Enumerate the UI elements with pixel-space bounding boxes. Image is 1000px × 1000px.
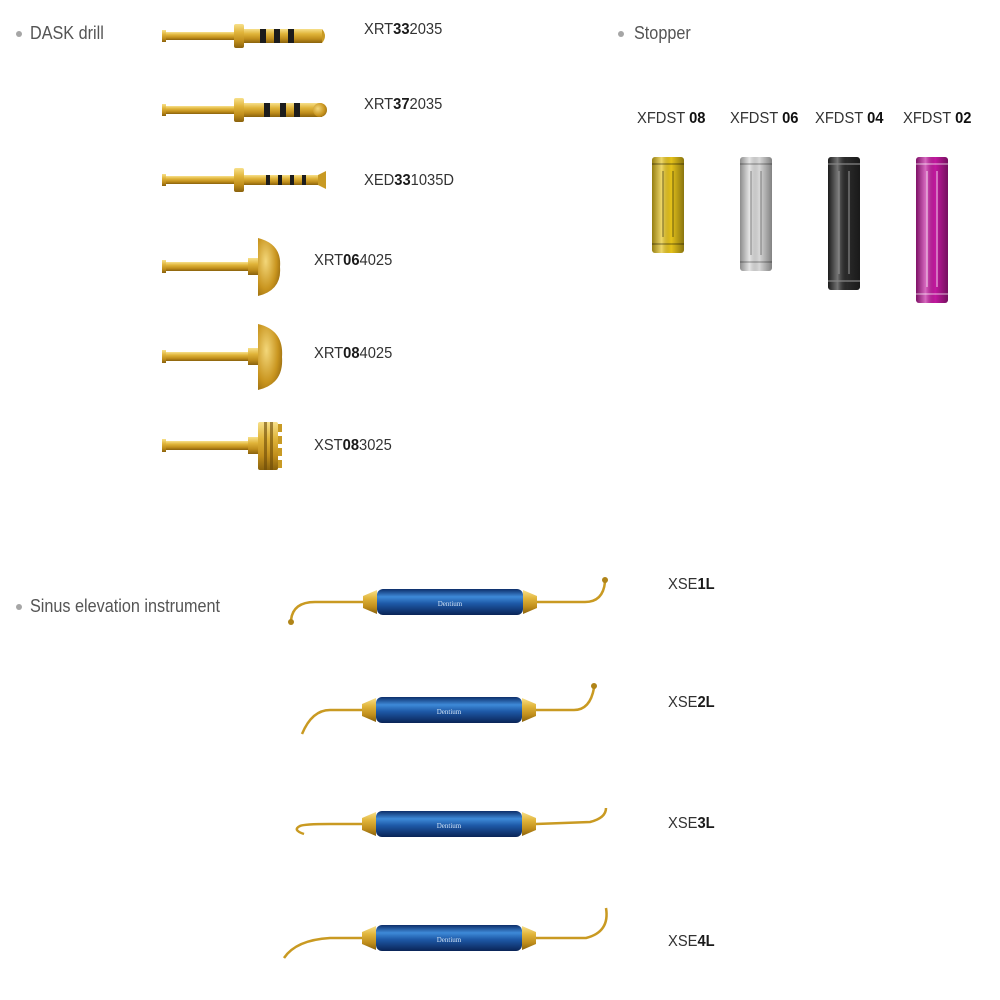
drill-image-xrt064025 xyxy=(160,236,285,298)
drill-image-xst083025 xyxy=(160,418,285,474)
instrument-image-xse4l: Dentium xyxy=(280,906,615,966)
drill-code-xed331035d: XED331035D xyxy=(364,172,455,189)
stopper-image-06 xyxy=(738,157,774,271)
drill-code-xrt084025: XRT084025 xyxy=(314,345,393,362)
drill-code-xrt064025: XRT064025 xyxy=(314,252,393,269)
section-title-sinus-elevation-instrument: Sinus elevation instrument xyxy=(30,596,221,616)
section-title-dask-drill: DASK drill xyxy=(30,23,104,43)
instrument-code-xse1l: XSE1L xyxy=(668,576,715,593)
stopper-label-06: XFDST 06 xyxy=(730,110,799,127)
stopper-image-04 xyxy=(826,157,862,290)
stopper-label-02: XFDST 02 xyxy=(903,110,972,127)
brand-label: Dentium xyxy=(437,822,462,830)
brand-label: Dentium xyxy=(437,708,462,716)
drill-image-xrt372035 xyxy=(160,92,330,128)
instrument-image-xse1l: Dentium xyxy=(285,572,615,632)
instrument-image-xse3l: Dentium xyxy=(290,800,610,850)
bullet-dot xyxy=(16,31,22,37)
stopper-image-08 xyxy=(650,157,686,253)
drill-image-xed331035d xyxy=(160,162,330,198)
drill-code-xrt332035: XRT332035 xyxy=(364,21,443,38)
stopper-label-08: XFDST 08 xyxy=(637,110,706,127)
bullet-dot xyxy=(618,31,624,37)
drill-image-xrt084025 xyxy=(160,322,285,392)
bullet-dot xyxy=(16,604,22,610)
instrument-code-xse3l: XSE3L xyxy=(668,815,715,832)
instrument-code-xse2l: XSE2L xyxy=(668,694,715,711)
brand-label: Dentium xyxy=(438,600,463,608)
instrument-code-xse4l: XSE4L xyxy=(668,933,715,950)
drill-code-xrt372035: XRT372035 xyxy=(364,96,443,113)
section-title-stopper: Stopper xyxy=(634,23,691,43)
drill-code-xst083025: XST083025 xyxy=(314,437,392,454)
instrument-image-xse2l: Dentium xyxy=(290,680,610,740)
drill-image-xrt332035 xyxy=(160,18,330,54)
brand-label: Dentium xyxy=(437,936,462,944)
stopper-label-04: XFDST 04 xyxy=(815,110,884,127)
stopper-image-02 xyxy=(914,157,950,303)
